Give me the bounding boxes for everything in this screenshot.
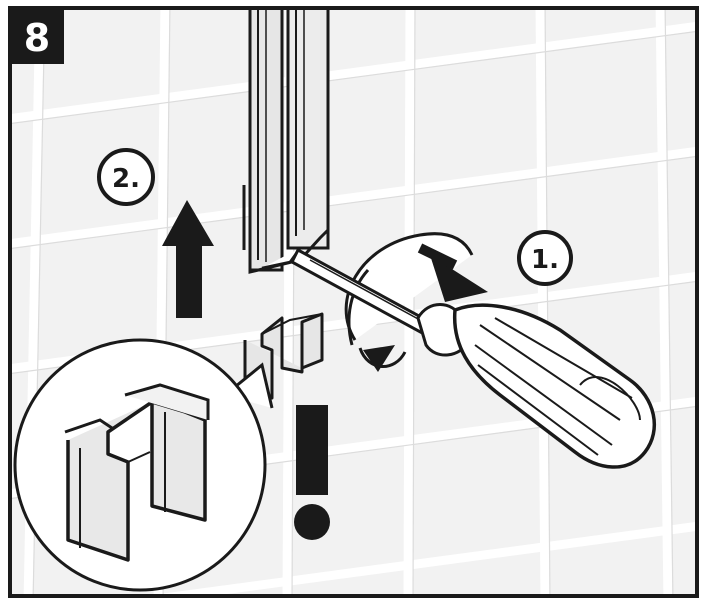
rotate-arrow-front [358,243,488,372]
exclamation-icon: ! [294,405,330,540]
detail-magnifier-circle [13,338,274,592]
callout-step-1: 1. [517,230,573,286]
figure-frame [8,6,699,598]
callout-2-label: 2. [112,164,140,194]
callout-1-label: 1. [531,245,559,275]
screwdriver-icon [290,247,657,469]
wall-profile-rail [242,6,330,274]
clip-detail-icon [64,383,210,562]
step-number: 8 [24,16,50,60]
step-badge: 8 [10,8,64,64]
callout-step-2: 2. [97,148,155,206]
arrow-up-icon [162,200,214,318]
